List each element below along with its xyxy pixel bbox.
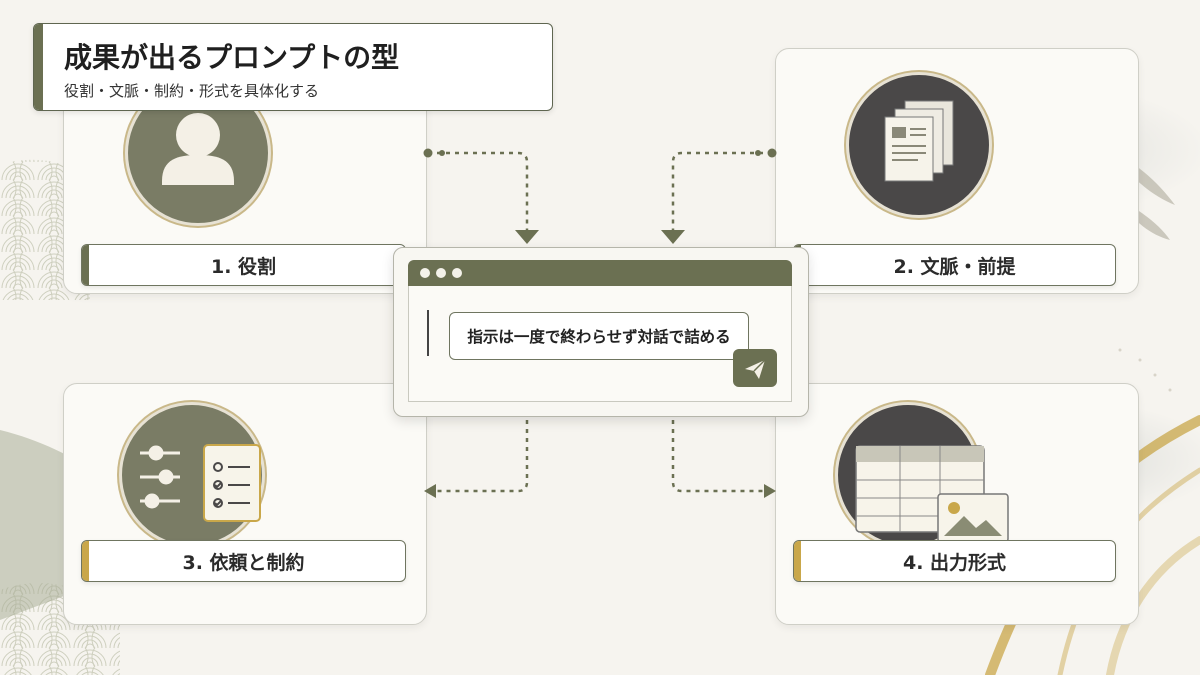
card-constraints-label: 3. 依頼と制約 [182, 551, 305, 574]
header-accent [34, 24, 43, 110]
card-constraints-label-bar: 3. 依頼と制約 [81, 540, 406, 582]
arrow-down-left [515, 230, 539, 244]
card-output-label-bar: 4. 出力形式 [793, 540, 1116, 582]
send-icon [745, 359, 766, 379]
card-context-label: 2. 文脈・前提 [893, 255, 1016, 278]
window-dot-1 [420, 268, 430, 278]
arrow-left [424, 484, 436, 498]
card-role-label: 1. 役割 [210, 255, 277, 278]
card-constraints-accent [82, 541, 89, 581]
window-dot-2 [436, 268, 446, 278]
window-titlebar [408, 260, 792, 286]
header-box: 成果が出るプロンプトの型 役割・文脈・制約・形式を具体化する [33, 23, 553, 111]
card-role-accent [82, 245, 89, 285]
prompt-text: 指示は一度で終わらせず対話で詰める [467, 328, 731, 346]
window-dot-3 [452, 268, 462, 278]
card-context-label-bar: 2. 文脈・前提 [793, 244, 1116, 286]
arrow-down-right [661, 230, 685, 244]
text-cursor [427, 310, 429, 356]
documents-icon [884, 100, 954, 182]
card-output-label: 4. 出力形式 [902, 551, 1007, 574]
prompt-input[interactable]: 指示は一度で終わらせず対話で詰める [449, 312, 749, 360]
card-output-accent [794, 541, 801, 581]
send-button[interactable] [733, 349, 777, 387]
connector-dot [423, 148, 433, 158]
arrow-right [764, 484, 776, 498]
prompt-window: 指示は一度で終わらせず対話で詰める [393, 247, 809, 417]
user-icon [162, 113, 234, 185]
page-subtitle: 役割・文脈・制約・形式を具体化する [64, 82, 320, 100]
settings-checklist-icon [140, 444, 261, 522]
page-title: 成果が出るプロンプトの型 [64, 41, 400, 74]
